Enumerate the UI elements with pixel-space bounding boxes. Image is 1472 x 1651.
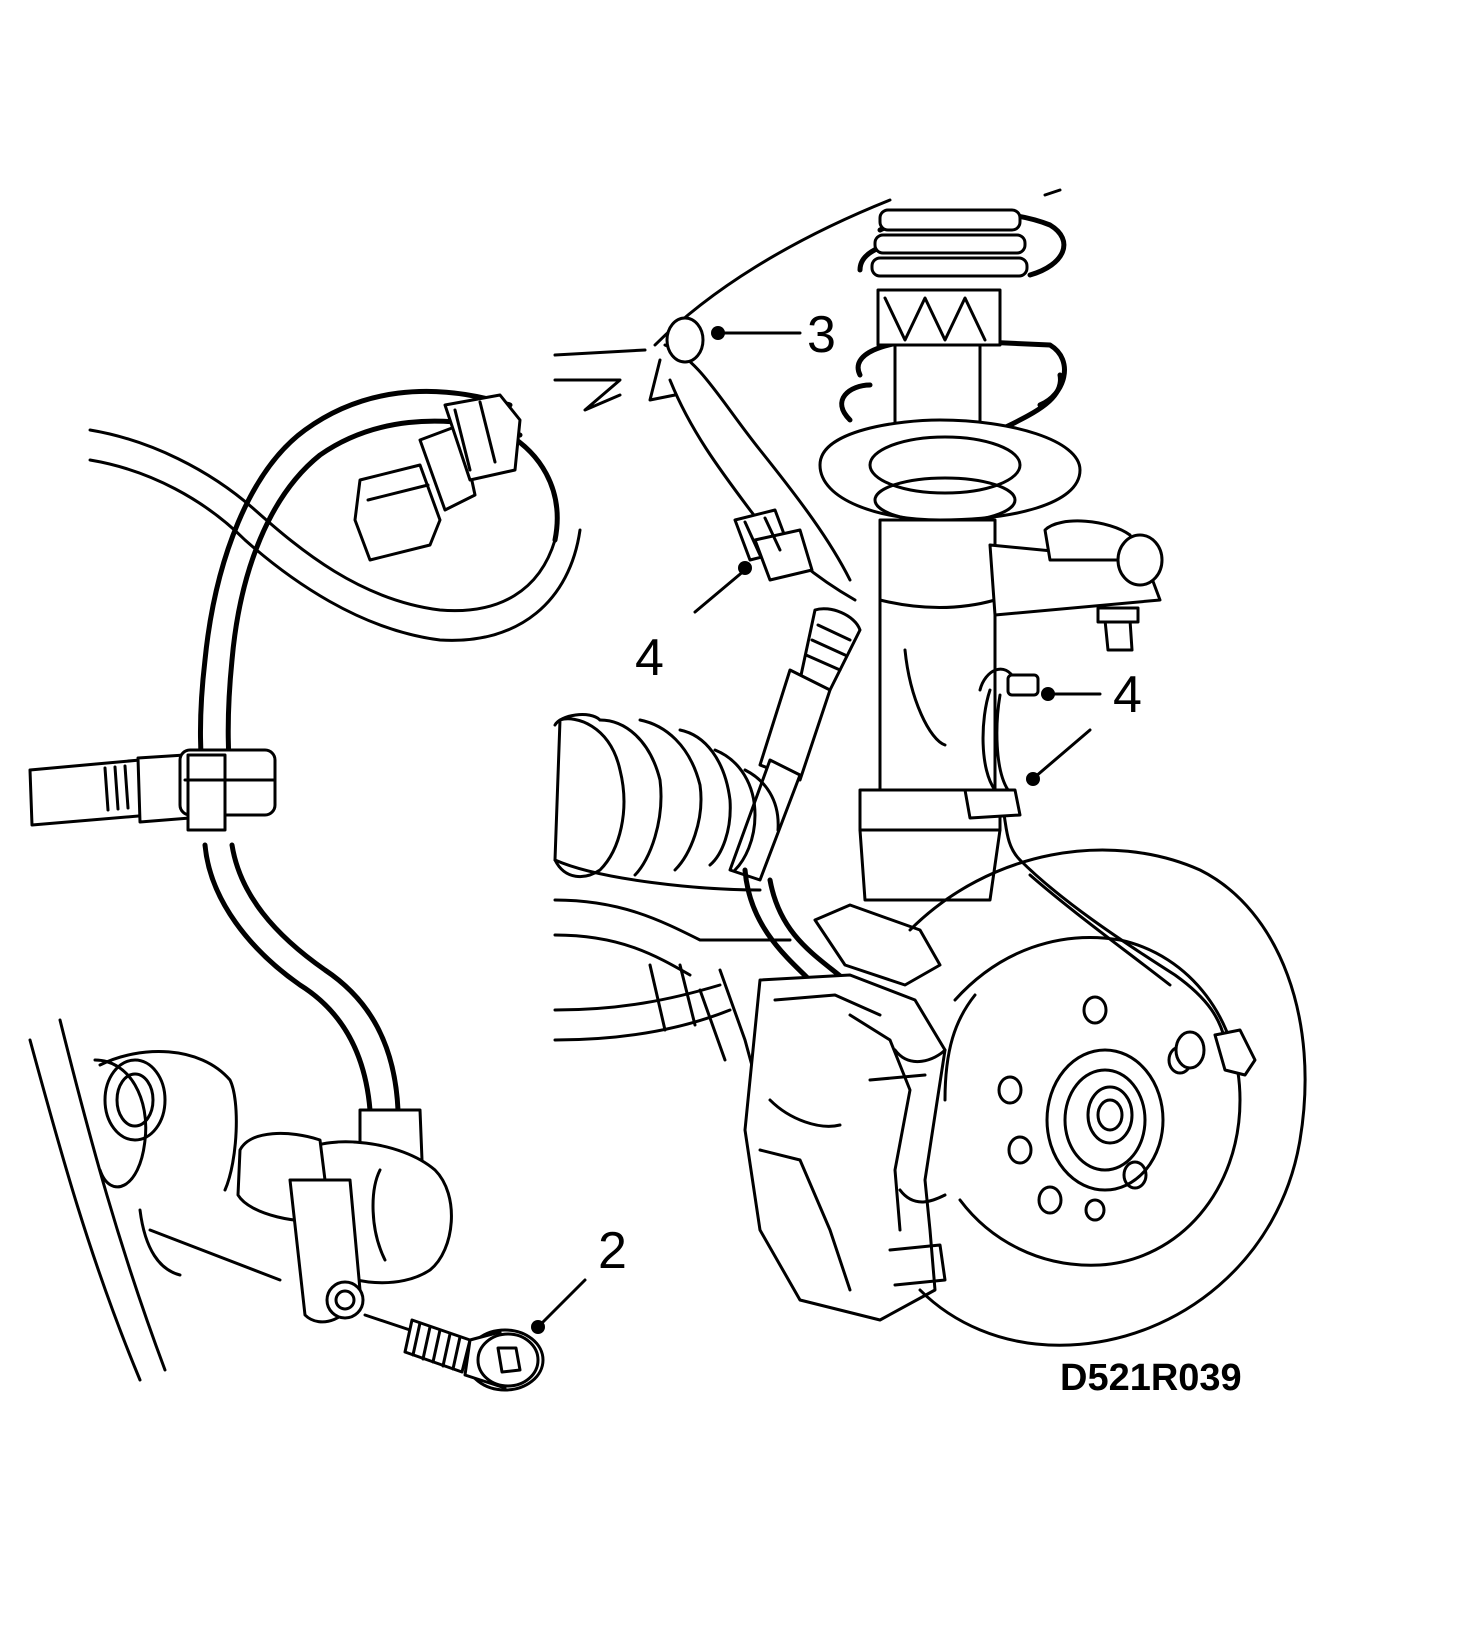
steering-rack-boot [553,713,780,892]
brake-caliper [743,903,947,1322]
stabilizer-link [988,519,1164,652]
figure-code: D521R039 [1060,1357,1242,1399]
hose-connector-clip [648,316,814,582]
brake-hose [663,343,862,993]
abs-cable-strut [963,667,1227,1042]
callout-3: 3 [711,306,836,364]
callout-3-label: 3 [807,306,836,364]
abs-wheel-speed-sensor [236,1108,453,1324]
steering-knuckle-left [28,1018,282,1382]
brake-disc [908,848,1307,1347]
callout-2-label: 2 [598,1222,627,1280]
cable-grommet-clip [28,748,277,832]
callout-4-right: 4 [1026,666,1142,786]
sensor-cable-assembly [28,388,582,1392]
sensor-bolt [363,1313,545,1392]
callout-4-right-label: 4 [1113,666,1142,724]
cable-clip-top [353,393,522,562]
front-suspension-assembly [553,188,1307,1347]
callout-4-left: 4 [635,561,752,687]
callout-2: 2 [531,1222,627,1334]
callout-4-left-label: 4 [635,629,664,687]
